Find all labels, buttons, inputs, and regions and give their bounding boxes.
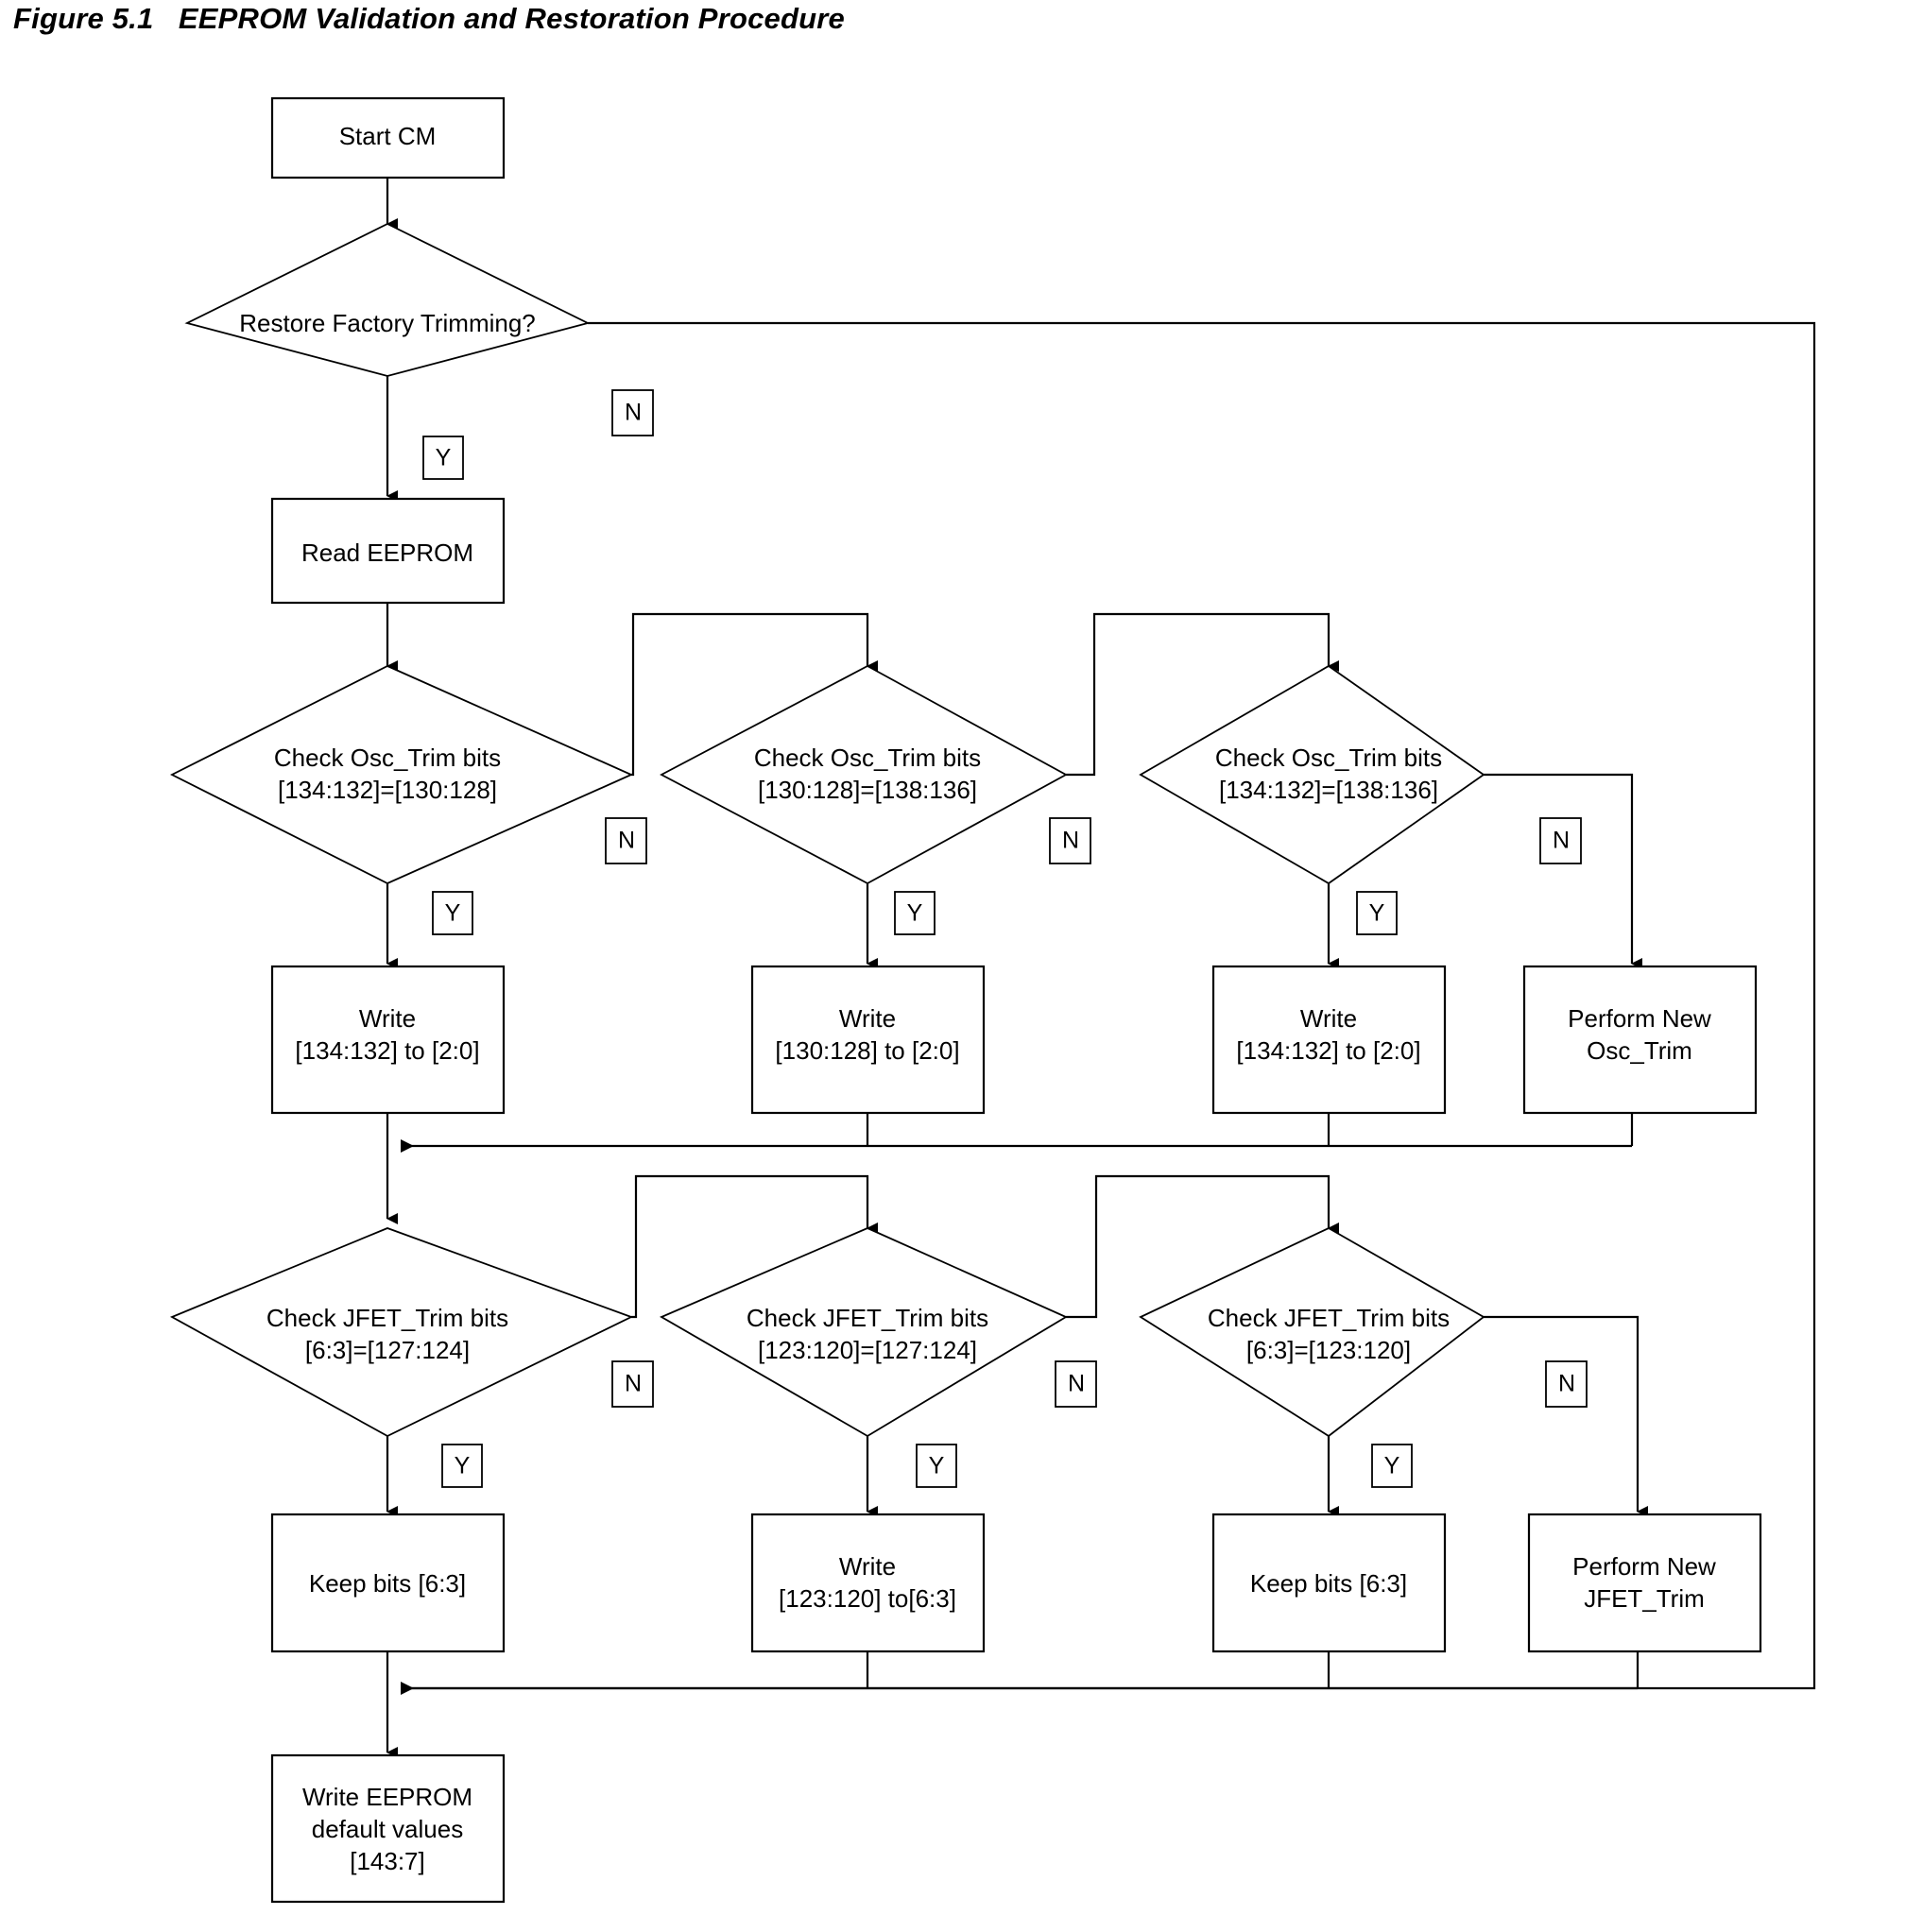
- branch-label-jfet3-no: N: [1545, 1360, 1588, 1408]
- node-jfetnew-line-0: Perform New: [1572, 1552, 1716, 1581]
- node-osc1-line-0: Check Osc_Trim bits: [274, 744, 501, 772]
- node-jfetkeep1-line-0: Keep bits [6:3]: [309, 1569, 466, 1598]
- node-jfet3-line-0: Check JFET_Trim bits: [1208, 1304, 1450, 1332]
- node-start-cm-line-0: Start CM: [339, 122, 437, 150]
- node-keep-bits-6-3-b[interactable]: Keep bits [6:3]: [1211, 1513, 1447, 1653]
- node-oscnew-line-1: Osc_Trim: [1587, 1036, 1692, 1065]
- branch-label-osc3-no: N: [1539, 817, 1582, 864]
- node-oscnew-line-0: Perform New: [1568, 1004, 1711, 1033]
- node-check-osc-trim-2-decision[interactable]: Check Osc_Trim bits [130:128]=[138:136]: [660, 664, 1068, 885]
- connector-jfet2-no: [1066, 1174, 1339, 1319]
- node-oscwrite3-line-0: Write: [1300, 1004, 1357, 1033]
- branch-label-osc2-no: N: [1049, 817, 1091, 864]
- branch-label-jfet2-yes-text: Y: [929, 1453, 945, 1479]
- branch-label-jfet1-yes: Y: [441, 1444, 483, 1488]
- branch-label-jfet2-no-text: N: [1068, 1371, 1085, 1397]
- node-oscwrite1-line-1: [134:132] to [2:0]: [295, 1036, 479, 1065]
- node-perform-new-jfet-trim[interactable]: Perform New JFET_Trim: [1527, 1513, 1762, 1653]
- node-defaults-line-1: default values: [312, 1815, 463, 1843]
- branch-label-osc2-yes: Y: [894, 891, 936, 935]
- branch-label-osc2-yes-text: Y: [907, 900, 923, 927]
- node-write-134-132-to-2-0-b[interactable]: Write [134:132] to [2:0]: [1211, 965, 1447, 1115]
- node-restore-line-0: Restore Factory Trimming?: [239, 309, 536, 337]
- node-jfetwrite2-line-1: [123:120] to[6:3]: [779, 1584, 956, 1613]
- connector-jfet3-no: [1484, 1315, 1648, 1517]
- node-osc3-line-0: Check Osc_Trim bits: [1215, 744, 1442, 772]
- branch-label-jfet1-yes-text: Y: [455, 1453, 471, 1479]
- branch-label-restore-no: N: [611, 389, 654, 436]
- branch-label-osc1-no-text: N: [618, 828, 635, 854]
- node-osc2-line-1: [130:128]=[138:136]: [758, 776, 977, 804]
- branch-label-osc1-yes: Y: [432, 891, 473, 935]
- branch-label-restore-yes-text: Y: [436, 445, 452, 471]
- node-defaults-line-0: Write EEPROM: [302, 1783, 472, 1811]
- node-oscwrite3-line-1: [134:132] to [2:0]: [1236, 1036, 1420, 1065]
- branch-label-jfet1-no-text: N: [625, 1371, 642, 1397]
- branch-label-jfet3-no-text: N: [1558, 1371, 1575, 1397]
- node-check-osc-trim-3-decision[interactable]: Check Osc_Trim bits [134:132]=[138:136]: [1139, 664, 1485, 885]
- branch-label-jfet3-yes-text: Y: [1384, 1453, 1400, 1479]
- node-jfetnew-line-1: JFET_Trim: [1584, 1584, 1705, 1613]
- node-perform-new-osc-trim[interactable]: Perform New Osc_Trim: [1522, 965, 1758, 1115]
- node-osc1-line-1: [134:132]=[130:128]: [278, 776, 497, 804]
- connector-jfet1-no: [631, 1174, 878, 1319]
- branch-label-jfet3-yes: Y: [1371, 1444, 1413, 1488]
- branch-label-osc3-no-text: N: [1553, 828, 1570, 854]
- branch-label-jfet1-no: N: [611, 1360, 654, 1408]
- node-keep-bits-6-3-a[interactable]: Keep bits [6:3]: [270, 1513, 506, 1653]
- node-read-eeprom-line-0: Read EEPROM: [301, 539, 473, 567]
- node-oscwrite1-line-0: Write: [359, 1004, 416, 1033]
- node-osc3-line-1: [134:132]=[138:136]: [1219, 776, 1438, 804]
- branch-label-osc3-yes: Y: [1356, 891, 1398, 935]
- node-jfet3-line-1: [6:3]=[123:120]: [1246, 1336, 1411, 1364]
- node-jfet2-line-1: [123:120]=[127:124]: [758, 1336, 977, 1364]
- node-jfet2-line-0: Check JFET_Trim bits: [747, 1304, 988, 1332]
- node-oscwrite2-line-0: Write: [839, 1004, 896, 1033]
- node-read-eeprom[interactable]: Read EEPROM: [270, 497, 506, 605]
- node-oscwrite2-line-1: [130:128] to [2:0]: [775, 1036, 959, 1065]
- node-jfet1-line-1: [6:3]=[127:124]: [305, 1336, 470, 1364]
- node-restore-factory-trimming-decision[interactable]: Restore Factory Trimming?: [184, 222, 591, 377]
- node-check-jfet-trim-1-decision[interactable]: Check JFET_Trim bits [6:3]=[127:124]: [169, 1227, 634, 1438]
- branch-label-osc3-yes-text: Y: [1369, 900, 1385, 927]
- branch-label-osc2-no-text: N: [1062, 828, 1079, 854]
- page-title: Figure 5.1 EEPROM Validation and Restora…: [13, 2, 845, 35]
- node-defaults-line-2: [143:7]: [350, 1847, 425, 1875]
- node-osc2-line-0: Check Osc_Trim bits: [754, 744, 981, 772]
- branch-label-restore-no-text: N: [625, 400, 642, 426]
- node-write-130-128-to-2-0[interactable]: Write [130:128] to [2:0]: [750, 965, 986, 1115]
- branch-label-osc1-yes-text: Y: [445, 900, 461, 927]
- node-jfet1-line-0: Check JFET_Trim bits: [266, 1304, 508, 1332]
- node-check-jfet-trim-3-decision[interactable]: Check JFET_Trim bits [6:3]=[123:120]: [1139, 1226, 1485, 1438]
- branch-label-osc1-no: N: [605, 817, 647, 864]
- node-write-123-120-to-6-3[interactable]: Write [123:120] to[6:3]: [750, 1513, 986, 1653]
- connector-osc2-no: [1066, 612, 1339, 777]
- branch-label-jfet2-no: N: [1055, 1360, 1097, 1408]
- node-start-cm[interactable]: Start CM: [270, 96, 506, 180]
- node-check-jfet-trim-2-decision[interactable]: Check JFET_Trim bits [123:120]=[127:124]: [659, 1227, 1068, 1438]
- branch-label-jfet2-yes: Y: [916, 1444, 957, 1488]
- node-write-eeprom-default-values[interactable]: Write EEPROM default values [143:7]: [270, 1753, 506, 1904]
- branch-label-restore-yes: Y: [422, 436, 464, 480]
- node-check-osc-trim-1-decision[interactable]: Check Osc_Trim bits [134:132]=[130:128]: [170, 665, 634, 884]
- connector-osc3-no: [1484, 773, 1642, 969]
- node-jfetkeep3-line-0: Keep bits [6:3]: [1250, 1569, 1407, 1598]
- node-write-134-132-to-2-0-a[interactable]: Write [134:132] to [2:0]: [270, 965, 506, 1115]
- node-jfetwrite2-line-0: Write: [839, 1552, 896, 1581]
